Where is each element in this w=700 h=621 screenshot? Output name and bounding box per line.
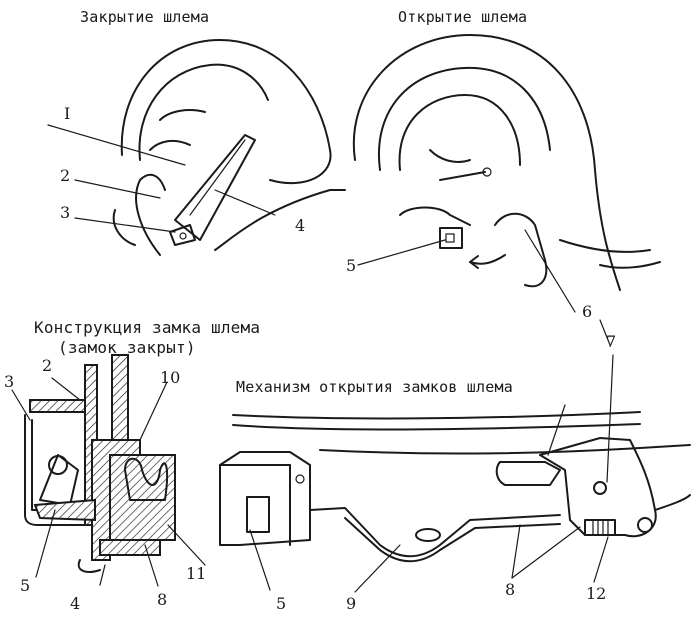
callout-label: 12: [586, 584, 607, 603]
closing-helmet-drawing: [47, 39, 346, 256]
opening-helmet-drawing: [352, 34, 661, 346]
callout-label: 9: [346, 594, 357, 613]
callout-label: 7: [606, 332, 617, 351]
lock-construction-subtitle: (замок закрыт): [58, 338, 196, 357]
opening-helmet-title: Открытие шлема: [398, 8, 528, 26]
callout-label: 2: [42, 356, 53, 375]
callout-label: 5: [346, 256, 357, 275]
callout-label: 6: [582, 302, 593, 321]
lock-construction-title: Конструкция замка шлема: [34, 318, 261, 337]
callout-label: 5: [276, 594, 287, 613]
callout-label: 4: [70, 594, 81, 613]
callout-label: 5: [20, 576, 31, 595]
callout-label: I: [64, 104, 71, 123]
callout-label: 11: [186, 564, 207, 583]
callout-label: 10: [160, 368, 181, 387]
opening-mechanism-drawing: [219, 354, 691, 593]
lock-cross-section-drawing: [11, 354, 206, 587]
opening-mechanism-title: Механизм открытия замков шлема: [236, 378, 513, 396]
callout-label: 8: [157, 590, 168, 609]
callout-label: 2: [60, 166, 71, 185]
callout-label: 4: [295, 216, 306, 235]
callout-label: 8: [505, 580, 516, 599]
closing-helmet-title: Закрытие шлема: [80, 8, 210, 26]
callout-label: 3: [4, 372, 15, 391]
callout-label: 3: [60, 203, 71, 222]
